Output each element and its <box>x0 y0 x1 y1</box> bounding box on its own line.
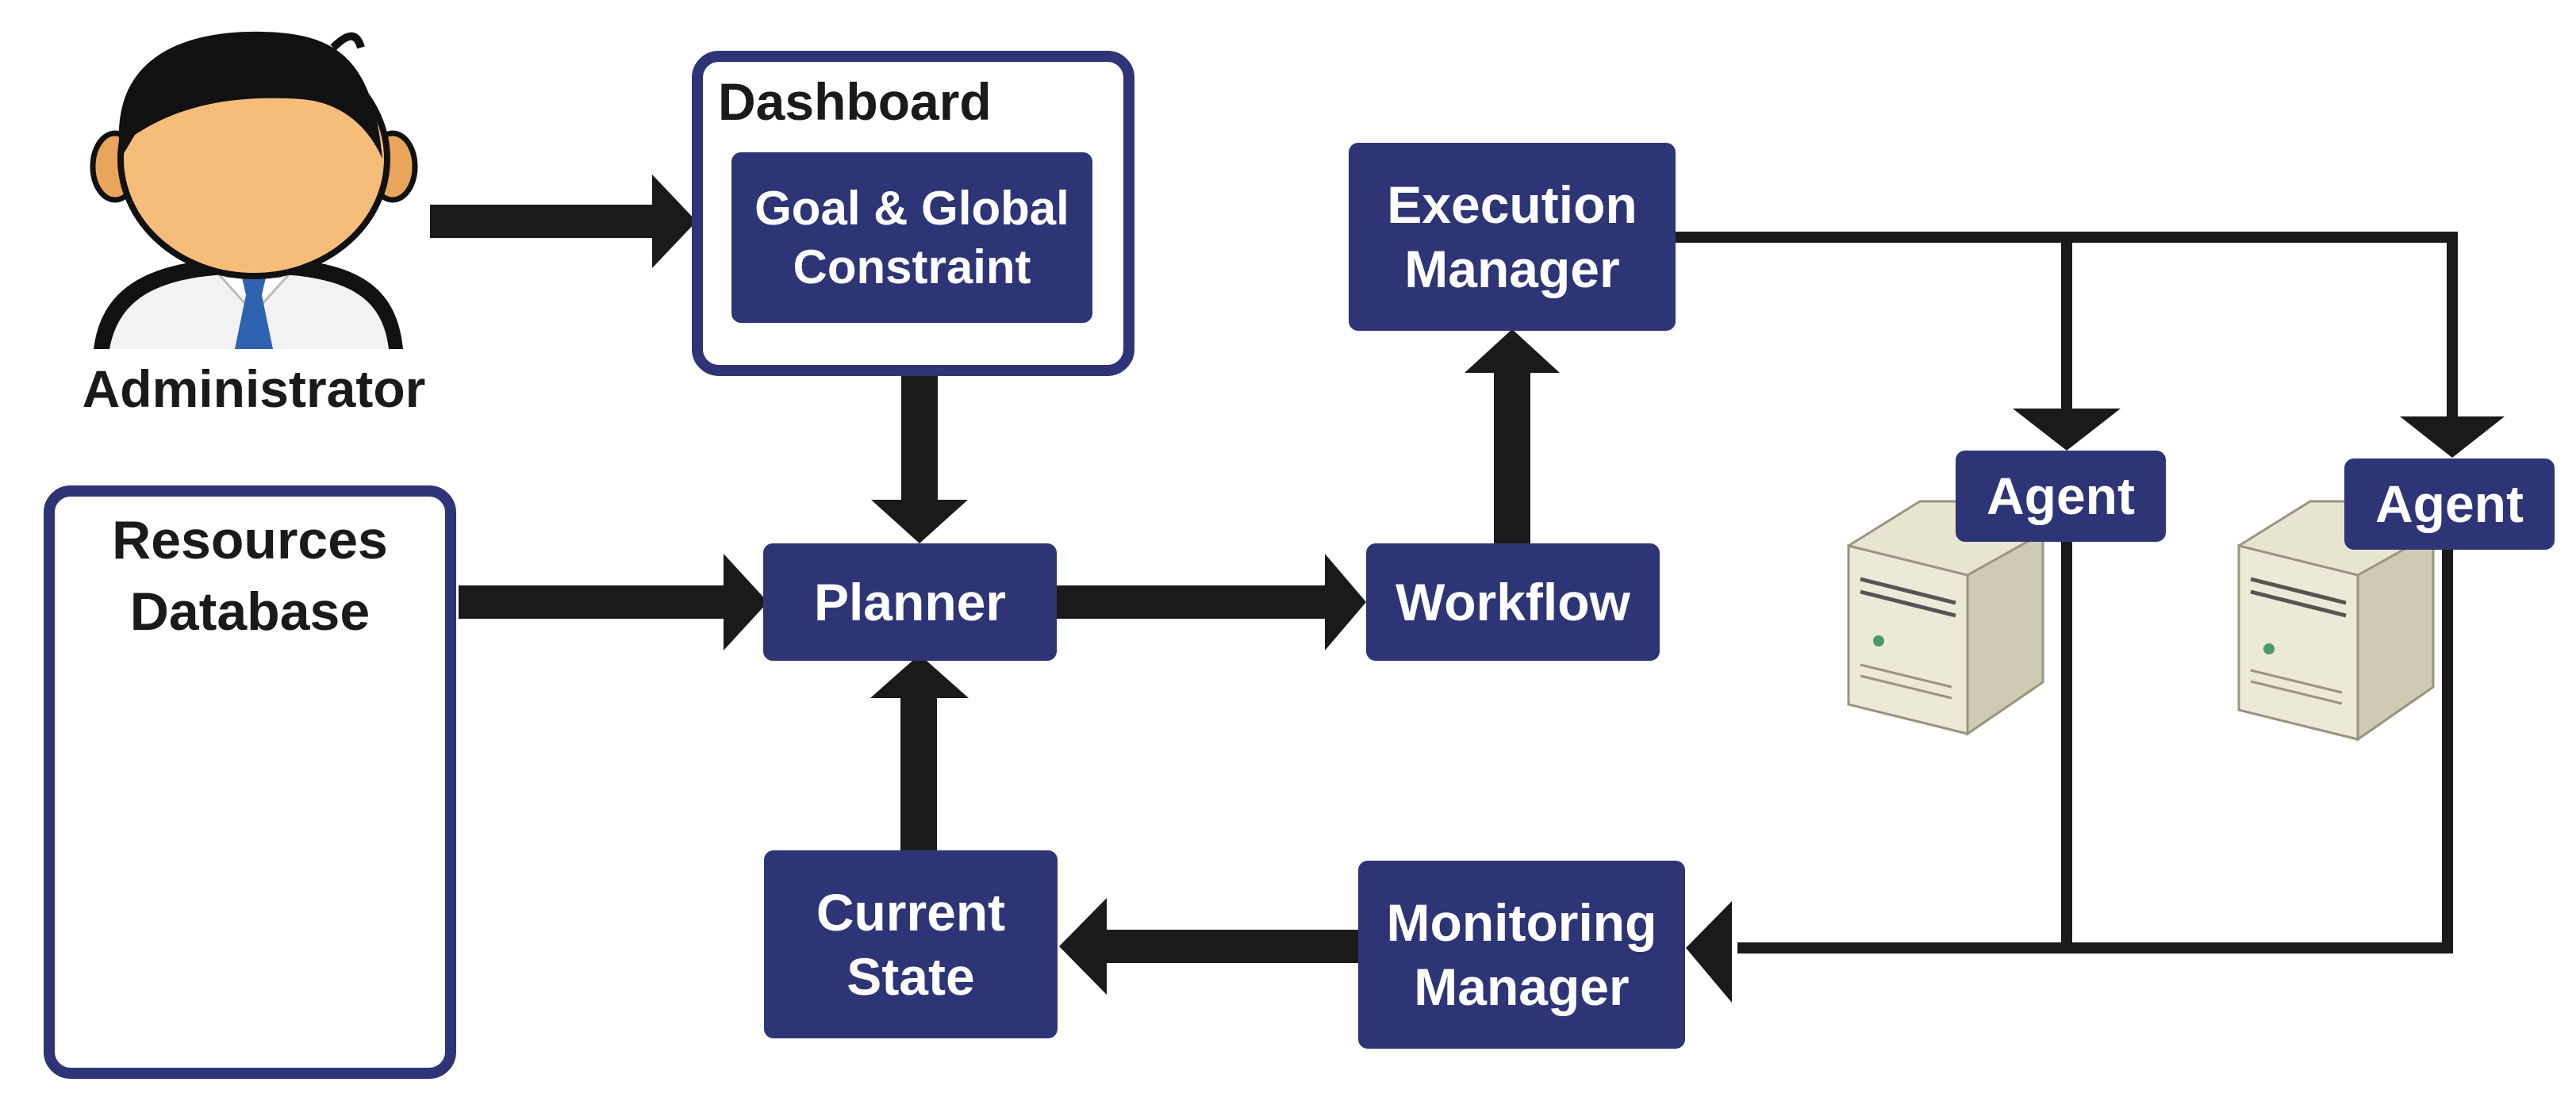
goal-global-constraint-box[interactable]: Goal & Global Constraint <box>731 152 1092 323</box>
code-line: } <box>129 806 140 838</box>
arrow-workflow-to-execution <box>1494 369 1530 545</box>
arrow-admin-to-dashboard <box>430 205 656 238</box>
administrator-label: Administrator <box>82 359 426 418</box>
administrator-avatar-icon <box>90 31 418 349</box>
code-line: } <box>129 965 140 997</box>
agent-box-2[interactable]: Agent <box>2344 458 2555 550</box>
server-icon <box>2237 500 2435 742</box>
monitoring-manager-box[interactable]: Monitoring Manager <box>1358 861 1685 1049</box>
agent-box-1[interactable]: Agent <box>1956 451 2166 542</box>
current-state-box[interactable]: Current State <box>764 850 1058 1038</box>
resources-database-frame <box>44 485 456 1079</box>
execution-manager-box[interactable]: Execution Manager <box>1349 143 1676 331</box>
server-icon <box>1847 500 2044 736</box>
code-line: class Service { <box>129 846 335 878</box>
resources-database-title: Resources Database <box>112 510 388 642</box>
code-line: ... <box>129 766 186 799</box>
code-line: class VM { <box>129 687 274 719</box>
code-snippet: class VM { is_on = cloud_x ... } class S… <box>129 684 382 1001</box>
arrow-state-to-planner <box>900 696 937 851</box>
connectors <box>430 175 2505 1003</box>
arrow-planner-to-workflow <box>1055 585 1329 619</box>
code-line: is_on = cloud_x <box>129 727 382 759</box>
code-line: ... <box>129 925 186 957</box>
planner-box[interactable]: Planner <box>763 543 1057 661</box>
arrow-monitoring-to-state <box>1103 930 1358 963</box>
arrow-db-to-planner <box>459 585 728 619</box>
dashboard-title: Dashboard <box>718 72 992 131</box>
workflow-box[interactable]: Workflow <box>1366 543 1660 661</box>
code-line: name = “web1” <box>129 885 374 918</box>
line-agents-to-monitoring <box>2061 539 2072 952</box>
